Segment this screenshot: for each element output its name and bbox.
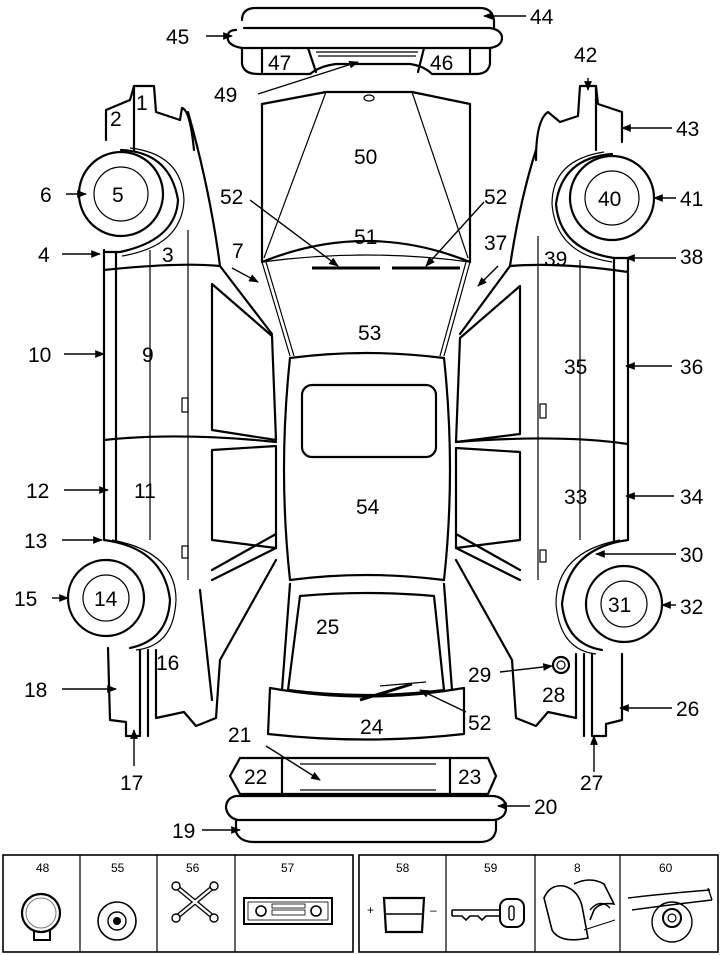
label-30: 30 <box>680 544 703 567</box>
svg-text:+: + <box>367 903 374 917</box>
svg-text:57: 57 <box>281 861 295 875</box>
key-icon <box>451 898 525 928</box>
car-radio-icon <box>243 897 333 925</box>
label-53: 53 <box>358 322 381 345</box>
legend-left: 48 55 56 <box>2 854 354 953</box>
label-47: 47 <box>268 52 291 75</box>
legend-item-55: 55 <box>97 861 137 941</box>
label-46: 46 <box>430 52 453 75</box>
svg-text:–: – <box>430 903 437 917</box>
label-22: 22 <box>244 766 267 789</box>
seats-icon <box>543 879 616 941</box>
suspension-wheel-icon <box>627 887 713 943</box>
label-52-rear: 52 <box>468 712 491 735</box>
label-5: 5 <box>112 184 124 207</box>
label-27: 27 <box>580 772 603 795</box>
label-3: 3 <box>162 244 174 267</box>
label-23: 23 <box>458 766 481 789</box>
label-51: 51 <box>354 226 377 249</box>
legend-item-58: 58 + – <box>367 861 437 934</box>
label-50: 50 <box>354 146 377 169</box>
part-number-labels: 1 2 3 4 5 6 7 9 10 11 12 13 14 15 16 17 … <box>14 6 704 843</box>
label-38: 38 <box>680 246 703 269</box>
label-6: 6 <box>40 184 52 207</box>
legend-right: 58 + – 59 8 <box>358 854 719 953</box>
label-32: 32 <box>680 596 703 619</box>
svg-text:55: 55 <box>111 861 125 875</box>
label-2: 2 <box>110 108 122 131</box>
label-36: 36 <box>680 356 703 379</box>
svg-text:56: 56 <box>186 861 200 875</box>
car-top-center <box>260 90 472 741</box>
label-13: 13 <box>24 530 47 553</box>
rear-bumper <box>224 756 508 844</box>
car-right-side <box>454 84 664 738</box>
label-leaders <box>52 78 676 834</box>
label-12: 12 <box>26 480 49 503</box>
label-7: 7 <box>232 240 244 263</box>
label-11: 11 <box>134 480 156 503</box>
label-21: 21 <box>228 724 251 747</box>
legend-item-8: 8 <box>543 861 616 941</box>
label-54: 54 <box>356 496 380 519</box>
label-39: 39 <box>544 248 567 271</box>
label-45: 45 <box>166 26 189 49</box>
label-31: 31 <box>608 594 631 617</box>
label-35: 35 <box>564 356 587 379</box>
svg-text:59: 59 <box>484 861 498 875</box>
label-34: 34 <box>680 486 704 509</box>
label-1: 1 <box>136 92 148 115</box>
label-49: 49 <box>214 84 237 107</box>
label-9: 9 <box>142 344 154 367</box>
legend-item-60: 60 <box>627 861 713 943</box>
label-44: 44 <box>530 6 554 29</box>
label-10: 10 <box>28 344 51 367</box>
label-26: 26 <box>676 698 699 721</box>
label-28: 28 <box>542 684 565 707</box>
label-37: 37 <box>484 232 507 255</box>
label-14: 14 <box>94 588 118 611</box>
car-left-side <box>66 84 278 738</box>
wrench-tools-icon <box>171 881 219 923</box>
label-17: 17 <box>120 772 143 795</box>
legend-item-57: 57 <box>243 861 333 925</box>
legend-item-59: 59 <box>451 861 525 928</box>
label-52-right: 52 <box>484 186 507 209</box>
wheel-cover-icon <box>20 892 62 941</box>
label-29: 29 <box>468 664 491 687</box>
label-43: 43 <box>676 118 699 141</box>
svg-text:48: 48 <box>36 861 50 875</box>
label-42: 42 <box>574 44 597 67</box>
legend-item-56: 56 <box>171 861 219 923</box>
label-25: 25 <box>316 616 339 639</box>
legend-item-48: 48 <box>20 861 62 941</box>
spare-wheel-icon <box>97 901 137 941</box>
svg-text:60: 60 <box>659 861 673 875</box>
label-4: 4 <box>38 244 50 267</box>
label-52-left: 52 <box>220 186 243 209</box>
svg-text:8: 8 <box>574 861 581 875</box>
label-40: 40 <box>598 188 621 211</box>
label-18: 18 <box>24 679 47 702</box>
svg-text:58: 58 <box>396 861 410 875</box>
battery-icon: + – <box>367 896 437 934</box>
label-41: 41 <box>680 188 703 211</box>
label-33: 33 <box>564 486 587 509</box>
label-15: 15 <box>14 588 37 611</box>
label-20: 20 <box>534 796 557 819</box>
label-16: 16 <box>156 652 179 675</box>
label-24: 24 <box>360 716 384 739</box>
label-19: 19 <box>172 820 195 843</box>
